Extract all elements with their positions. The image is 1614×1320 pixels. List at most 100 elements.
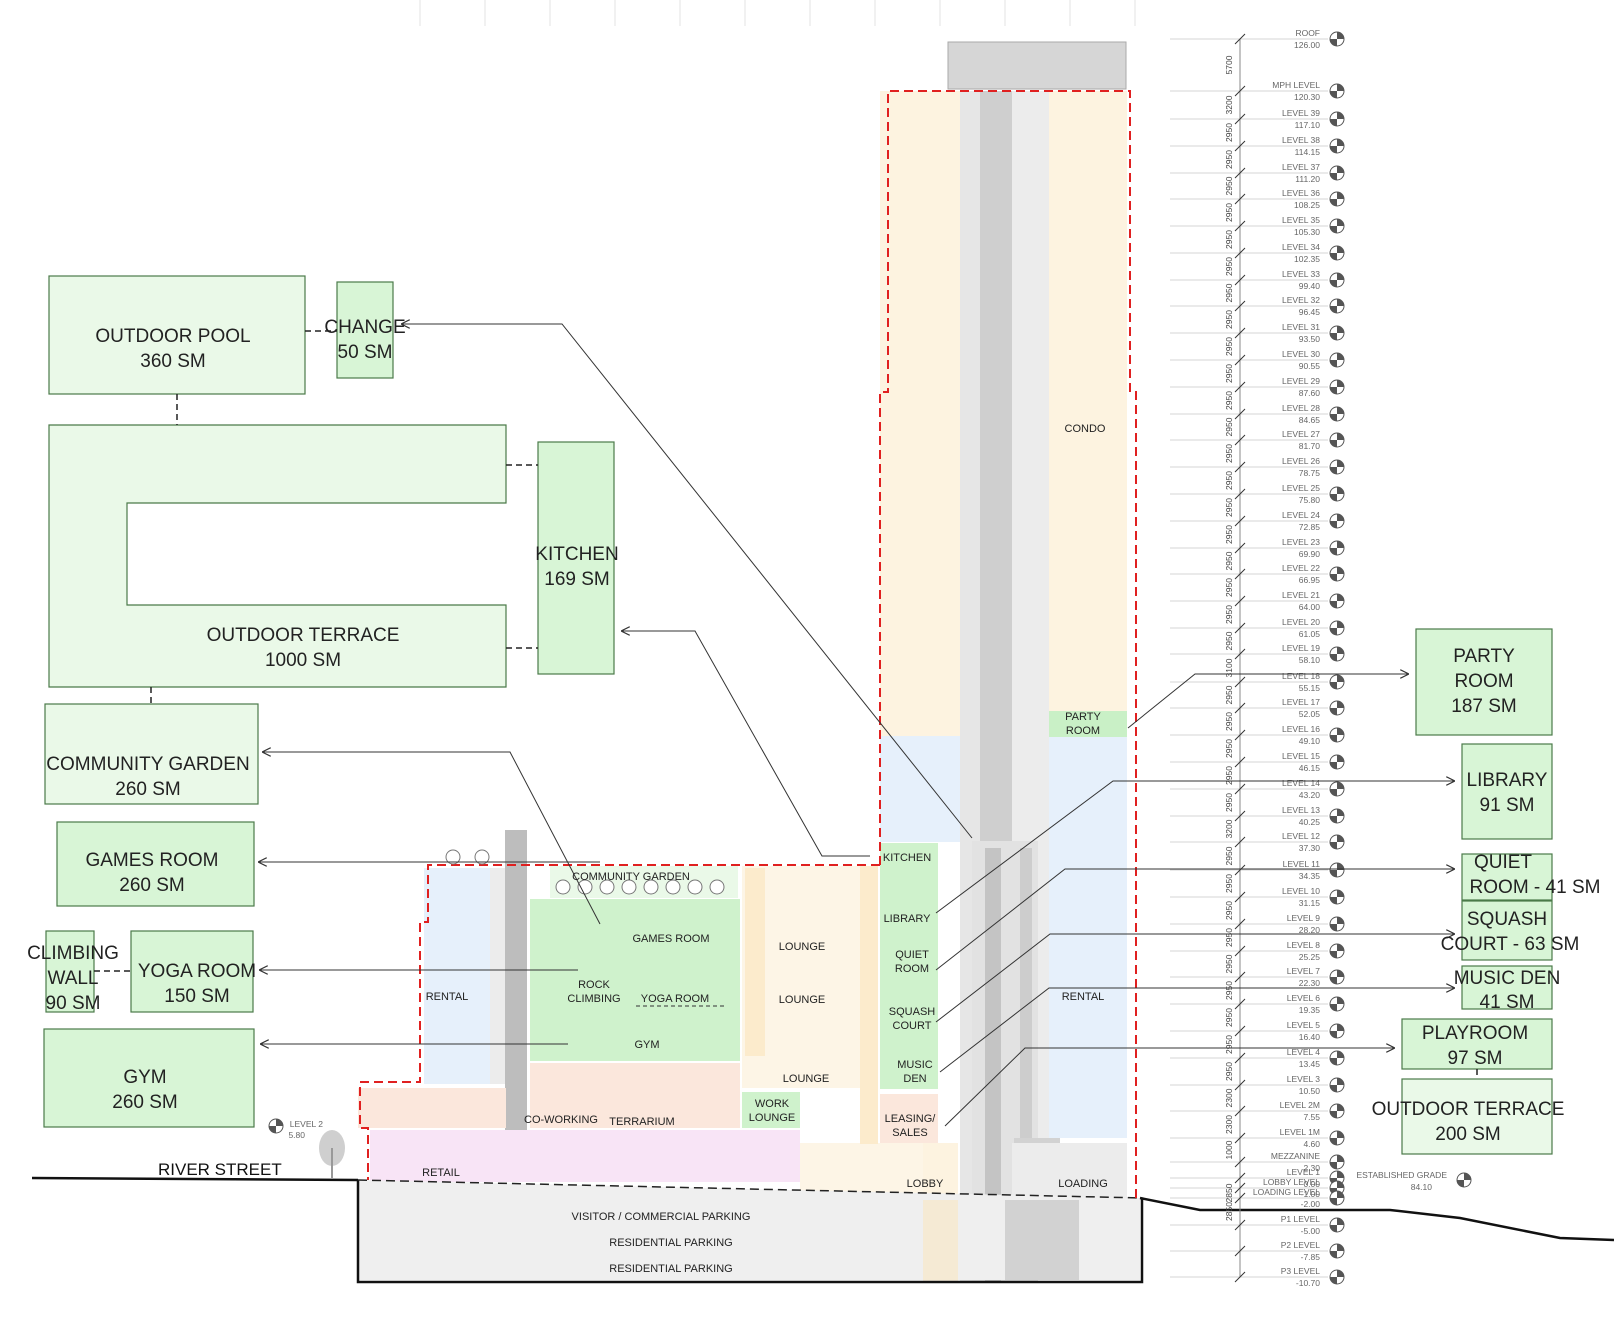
level-2-name: LEVEL 2 bbox=[290, 1119, 324, 1129]
street-tree-icon bbox=[319, 1130, 345, 1178]
level-marker-icon bbox=[1329, 834, 1345, 850]
level-elevation: 4.60 bbox=[1303, 1139, 1320, 1149]
podium-rental-zone bbox=[424, 868, 490, 1084]
level-elevation: 0.00 bbox=[1303, 1179, 1320, 1189]
dimension-value: 2950 bbox=[1224, 230, 1234, 249]
dimension-value: 2950 bbox=[1224, 874, 1234, 893]
leader-change bbox=[402, 324, 973, 839]
level-elevation: 7.55 bbox=[1303, 1112, 1320, 1122]
level-marker-icon bbox=[1329, 1190, 1345, 1206]
level-elevation: -5.00 bbox=[1301, 1226, 1321, 1236]
mechanical-penthouse bbox=[947, 41, 1127, 90]
dimension-tick bbox=[1234, 85, 1246, 97]
level-name: P2 LEVEL bbox=[1281, 1240, 1320, 1250]
level-elevation: -1.00 bbox=[1301, 1189, 1321, 1199]
dimension-tick bbox=[1234, 542, 1246, 554]
level-name: ROOF bbox=[1295, 28, 1320, 38]
outdoor-pool-box bbox=[48, 275, 306, 395]
dimension-tick bbox=[1234, 167, 1246, 179]
program-boxes bbox=[43, 275, 1553, 1155]
dimension-value: 2850 bbox=[1224, 1183, 1234, 1202]
level-elevation: 117.10 bbox=[1295, 120, 1321, 130]
condo-zone-east bbox=[1049, 91, 1127, 711]
level-name: LEVEL 21 bbox=[1282, 590, 1320, 600]
dimension-tick bbox=[1234, 676, 1246, 688]
dimension-tick bbox=[1234, 918, 1246, 930]
level-elevation: 55.15 bbox=[1299, 683, 1321, 693]
level-name: LEVEL 18 bbox=[1282, 671, 1320, 681]
dimension-tick bbox=[1234, 864, 1246, 876]
dimension-tick bbox=[1234, 1219, 1246, 1231]
dimension-value: 2950 bbox=[1224, 578, 1234, 597]
level-elevation: 114.15 bbox=[1295, 147, 1321, 157]
top-frame-ticks bbox=[419, 0, 1136, 26]
level-elevation: 69.90 bbox=[1299, 549, 1321, 559]
level-elevation: 13.45 bbox=[1299, 1059, 1321, 1069]
kitchen-section-label: KITCHEN bbox=[883, 852, 931, 864]
dimension-value: 2950 bbox=[1224, 685, 1234, 704]
residential-parking-2-section-label: RESIDENTIAL PARKING bbox=[609, 1263, 732, 1275]
level-marker-icon bbox=[1329, 1050, 1345, 1066]
level-name: LEVEL 32 bbox=[1282, 295, 1320, 305]
level-marker-icon bbox=[1329, 700, 1345, 716]
dimension-value: 3100 bbox=[1224, 658, 1234, 677]
level-marker-icon bbox=[1329, 1269, 1345, 1285]
dimension-tick bbox=[1234, 461, 1246, 473]
dimension-value: 2950 bbox=[1224, 954, 1234, 973]
level-marker-icon bbox=[1329, 1154, 1345, 1170]
level-marker-icon bbox=[1329, 1217, 1345, 1233]
dimension-tick bbox=[1234, 783, 1246, 795]
level-elevation: 78.75 bbox=[1299, 468, 1321, 478]
party-room-zone bbox=[1049, 711, 1127, 737]
dimension-value: 2950 bbox=[1224, 928, 1234, 947]
parking-ramp bbox=[1005, 1200, 1079, 1280]
level-elevation: 43.20 bbox=[1299, 790, 1321, 800]
work-lounge-zone bbox=[742, 1092, 800, 1128]
dimension-value: 2950 bbox=[1224, 1035, 1234, 1054]
level-name: LEVEL 4 bbox=[1287, 1047, 1321, 1057]
dimension-tick bbox=[1234, 648, 1246, 660]
level-name: LEVEL 39 bbox=[1282, 108, 1320, 118]
level-name: LEVEL 35 bbox=[1282, 215, 1320, 225]
dimension-value: 1000 bbox=[1224, 1140, 1234, 1159]
level-marker-icon bbox=[1329, 620, 1345, 636]
level-elevation: 93.50 bbox=[1299, 334, 1321, 344]
level-name: LEVEL 5 bbox=[1287, 1020, 1321, 1030]
level-elevation: 84.65 bbox=[1299, 415, 1321, 425]
leader-quiet-room bbox=[935, 869, 1454, 971]
level-name: LEVEL 37 bbox=[1282, 162, 1320, 172]
leader-playroom bbox=[944, 1048, 1394, 1127]
level-name: LEVEL 3 bbox=[1287, 1074, 1321, 1084]
level-elevation: 22.30 bbox=[1299, 978, 1321, 988]
level-elevation: 58.10 bbox=[1299, 655, 1321, 665]
library-box bbox=[1461, 743, 1553, 840]
level-elevation: 16.40 bbox=[1299, 1032, 1321, 1042]
dimension-value: 2950 bbox=[1224, 176, 1234, 195]
level-marker-icon bbox=[1329, 808, 1345, 824]
community-garden-box bbox=[44, 703, 259, 805]
lounge-3-section-label: LOUNGE bbox=[783, 1073, 829, 1085]
parking-column bbox=[923, 1200, 958, 1280]
grade-line bbox=[31, 1176, 359, 1182]
datum-dashed-line bbox=[357, 1179, 1143, 1199]
level-name: LEVEL 2M bbox=[1280, 1100, 1320, 1110]
squash-court-box bbox=[1461, 900, 1553, 961]
level-marker-icon bbox=[1329, 111, 1345, 127]
dimension-value: 2950 bbox=[1224, 310, 1234, 329]
level-elevation: 52.05 bbox=[1299, 709, 1321, 719]
dimension-value: 2950 bbox=[1224, 766, 1234, 785]
established-grade-marker-icon bbox=[1456, 1172, 1472, 1188]
leader-music-den bbox=[939, 988, 1454, 1073]
level-name: LEVEL 38 bbox=[1282, 135, 1320, 145]
level-name: LEVEL 33 bbox=[1282, 269, 1320, 279]
level-marker-icon bbox=[1329, 996, 1345, 1012]
dimension-tick bbox=[1234, 220, 1246, 232]
lounge-1-section-label: LOUNGE bbox=[779, 941, 825, 953]
